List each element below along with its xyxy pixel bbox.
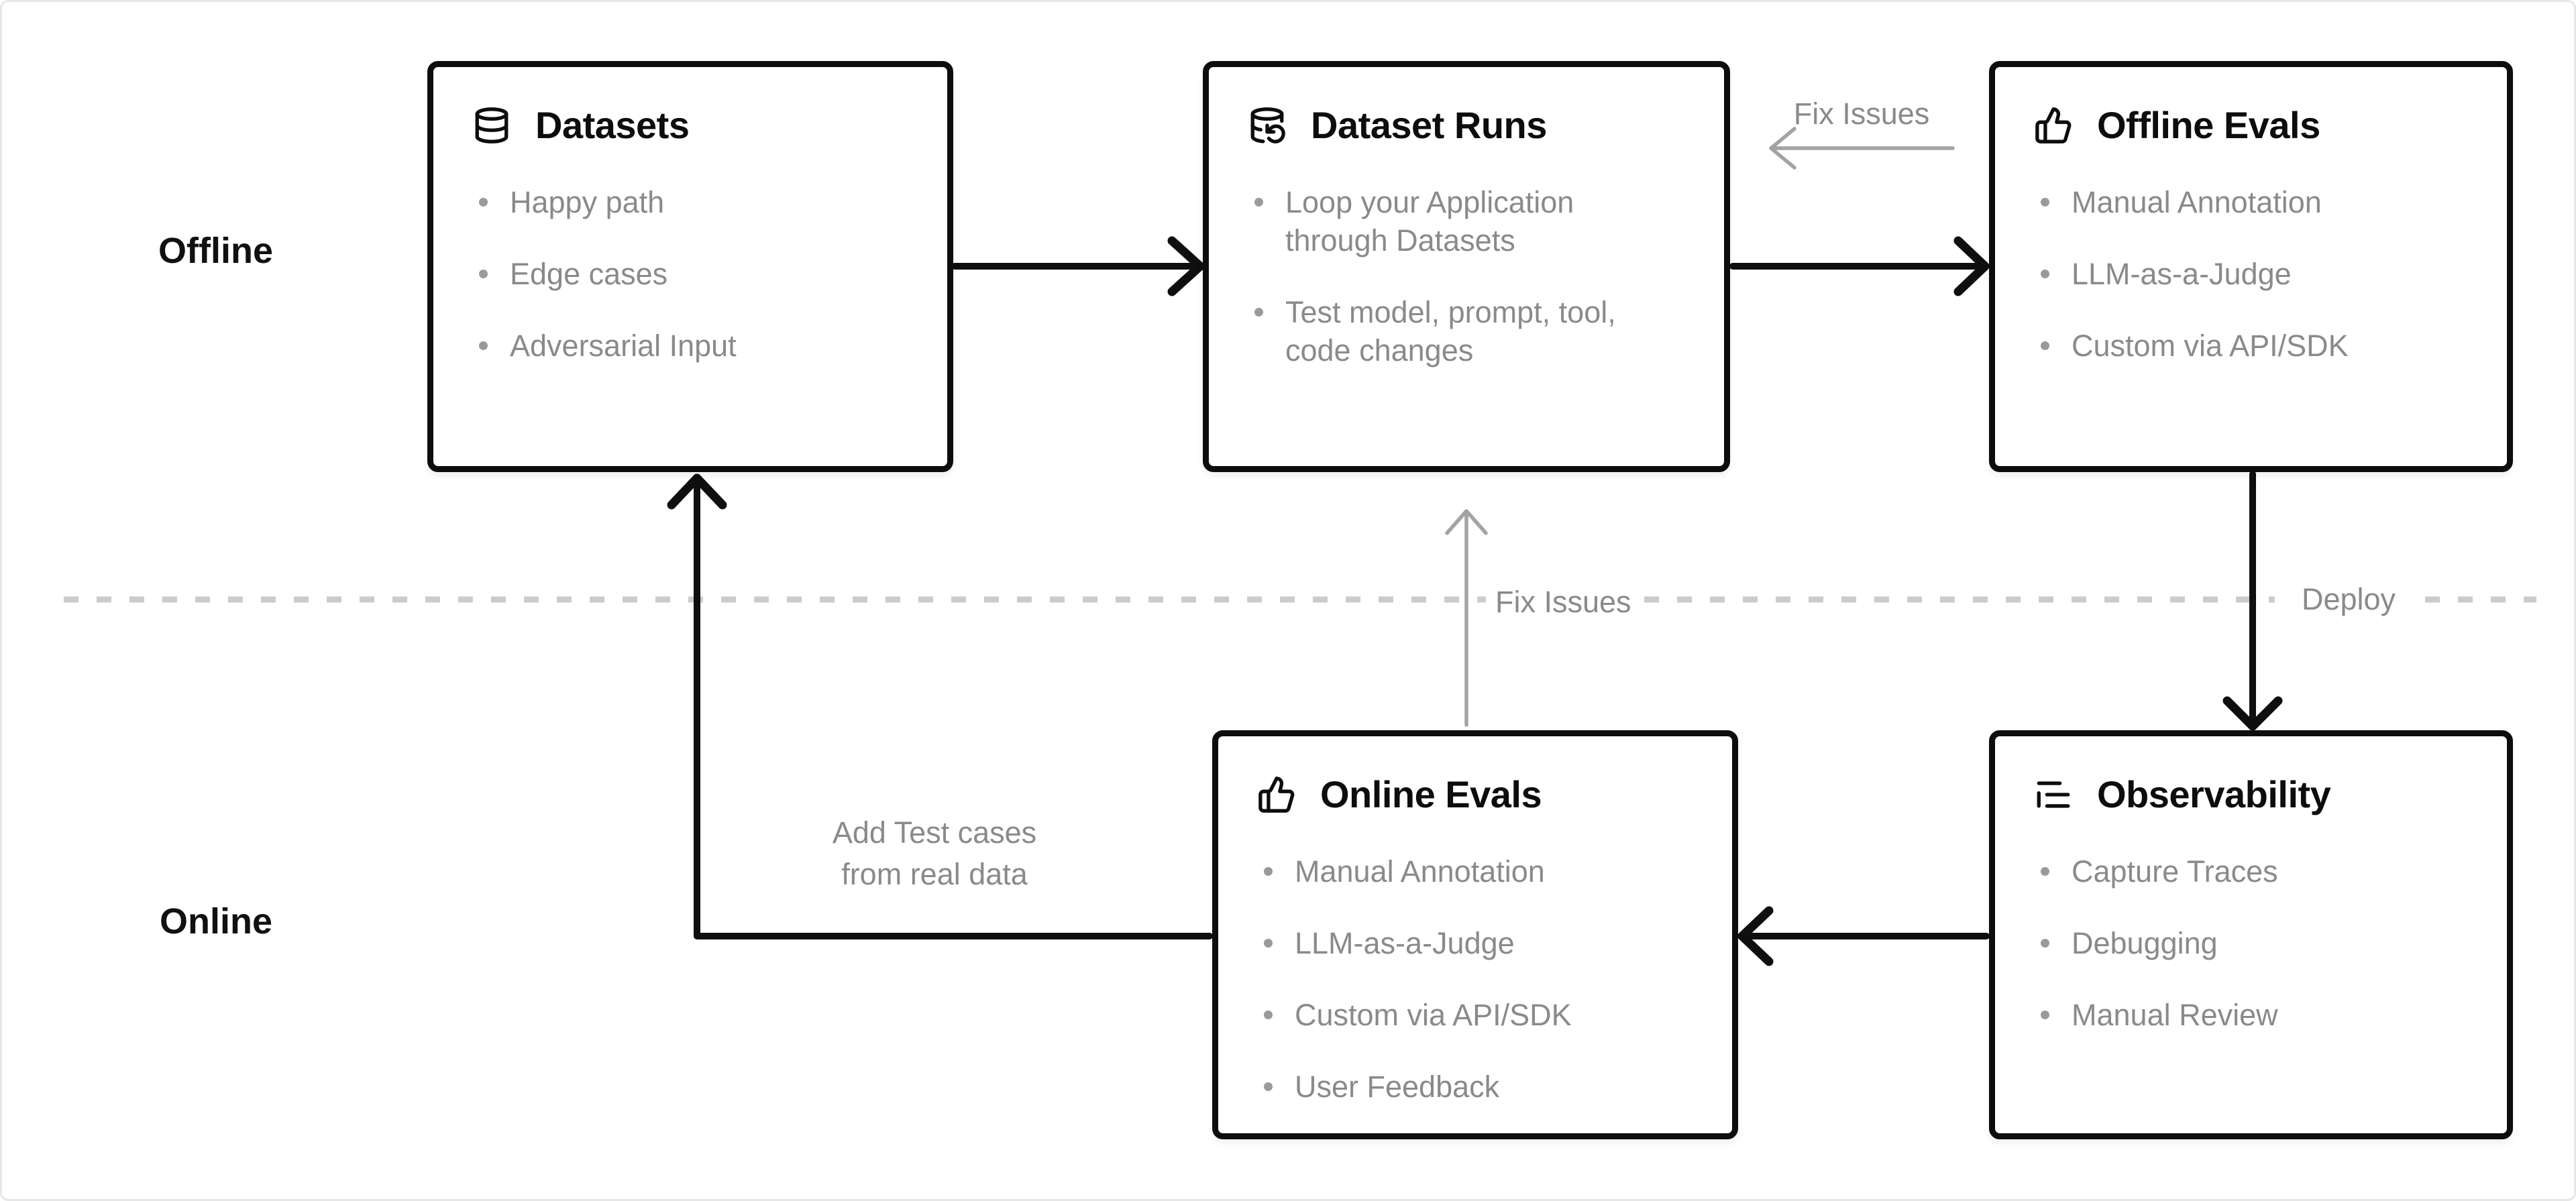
list-item: Custom via API/SDK: [1263, 996, 1690, 1034]
database-refresh-icon: [1250, 107, 1285, 144]
dataset-runs-title: Dataset Runs: [1311, 104, 1547, 146]
list-item: LLM-as-a-Judge: [1263, 924, 1690, 962]
deploy-label: Deploy: [2301, 582, 2396, 616]
list-item: LLM-as-a-Judge: [2039, 255, 2467, 293]
fix-issues-top-label: Fix Issues: [1793, 97, 1930, 131]
arrow-offline-evals-to-observability: [2222, 471, 2283, 731]
datasets-list: Happy path Edge cases Adversarial Input: [478, 183, 915, 365]
list-item: User Feedback: [1263, 1068, 1690, 1106]
online-lane-label: Online: [160, 901, 273, 941]
offline-lane-label: Offline: [158, 231, 273, 271]
online-evals-list: Manual Annotation LLM-as-a-Judge Custom …: [1263, 852, 1700, 1106]
observability-list: Capture Traces Debugging Manual Review: [2039, 852, 2475, 1034]
list-item: Manual Annotation: [2039, 183, 2467, 221]
online-evals-title: Online Evals: [1320, 773, 1542, 815]
arrow-dataset-runs-to-offline-evals: [1729, 236, 1990, 296]
observability-box: Observability Capture Traces Debugging M…: [1989, 730, 2513, 1139]
online-evals-box: Online Evals Manual Annotation LLM-as-a-…: [1212, 730, 1738, 1139]
list-item: Custom via API/SDK: [2039, 327, 2467, 365]
arrow-fix-issues-middle: [1445, 509, 1488, 727]
online-evals-header: Online Evals: [1257, 773, 1700, 816]
datasets-header: Datasets: [472, 103, 915, 147]
list-item: Happy path: [478, 183, 906, 221]
list-item: Manual Annotation: [1263, 852, 1690, 891]
arrow-fix-issues-top: [1769, 127, 1955, 170]
datasets-title: Datasets: [535, 104, 690, 146]
datasets-box: Datasets Happy path Edge cases Adversari…: [427, 61, 953, 472]
list-item: Adversarial Input: [478, 327, 906, 365]
offline-evals-title: Offline Evals: [2097, 104, 2320, 146]
thumbs-up-icon: [1258, 776, 1295, 813]
arrow-datasets-to-dataset-runs: [951, 236, 1205, 296]
list-item: Debugging: [2039, 924, 2467, 962]
offline-evals-list: Manual Annotation LLM-as-a-Judge Custom …: [2039, 183, 2475, 365]
list-item: Loop your Application through Datasets: [1253, 183, 1681, 260]
list-item: Capture Traces: [2039, 852, 2467, 891]
thumbs-up-icon: [2035, 107, 2072, 144]
dataset-runs-header: Dataset Runs: [1248, 103, 1692, 147]
dataset-runs-box: Dataset Runs Loop your Application throu…: [1203, 61, 1730, 472]
dataset-runs-list: Loop your Application through Datasets T…: [1253, 183, 1692, 369]
list-item: Manual Review: [2039, 996, 2467, 1034]
database-icon: [475, 107, 508, 144]
observability-header: Observability: [2034, 773, 2475, 816]
list-item: Edge cases: [478, 255, 906, 293]
offline-evals-box: Offline Evals Manual Annotation LLM-as-a…: [1989, 61, 2513, 472]
offline-evals-header: Offline Evals: [2034, 103, 2475, 147]
observability-title: Observability: [2097, 773, 2331, 815]
logs-icon: [2037, 781, 2070, 808]
list-item: Test model, prompt, tool, code changes: [1253, 293, 1681, 369]
arrow-online-evals-to-datasets: [667, 473, 1213, 939]
arrow-observability-to-online-evals: [1737, 906, 1990, 966]
add-test-cases-label: Add Test cases from real data: [832, 815, 1037, 891]
fix-issues-middle-label: Fix Issues: [1495, 585, 1631, 619]
